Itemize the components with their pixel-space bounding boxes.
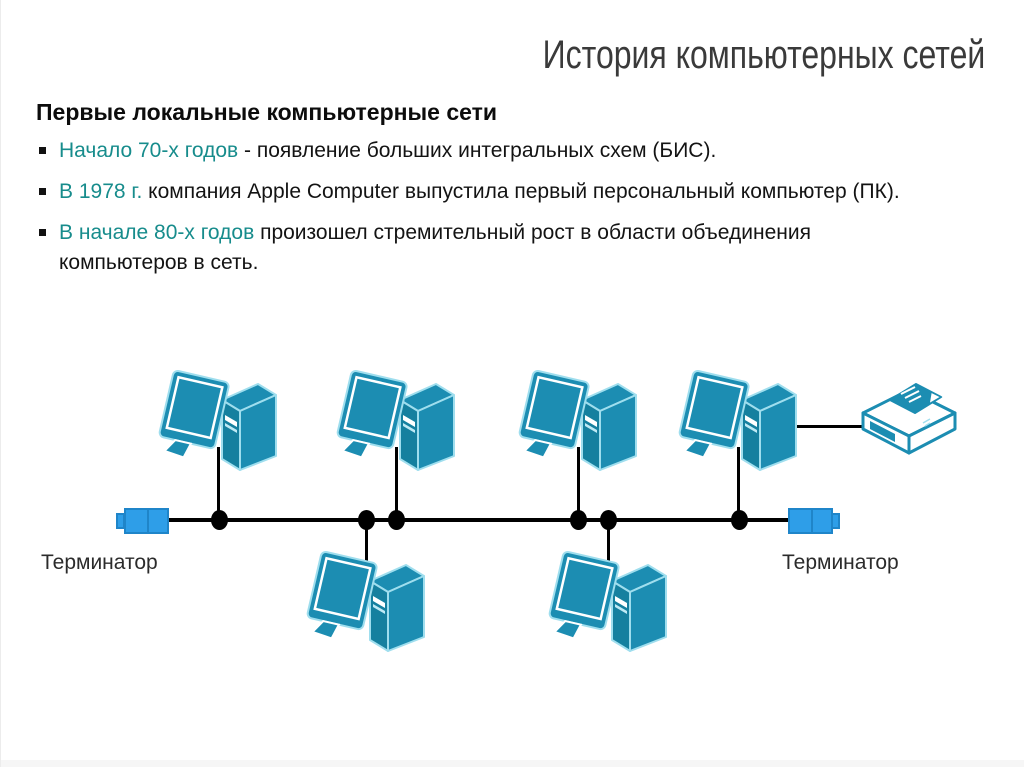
section-heading: Первые локальные компьютерные сети — [36, 99, 498, 125]
drop-line — [217, 447, 220, 520]
bullet-text: компания Apple Computer выпустила первый… — [142, 180, 900, 203]
bullet-highlight: В 1978 г. — [59, 180, 143, 203]
drop-line — [737, 447, 740, 520]
terminator-body — [788, 508, 833, 534]
terminator-label: Терминатор — [41, 551, 158, 574]
slide-bottom-edge — [1, 760, 1024, 767]
printer-cable — [796, 425, 863, 428]
computer-icon — [306, 549, 428, 653]
bullet-item: В начале 80-х годов произошел стремитель… — [37, 218, 921, 278]
drop-line — [395, 447, 398, 520]
junction-dot — [358, 510, 375, 530]
slide-title-text: История компьютерных сетей — [542, 33, 985, 77]
slide-title: История компьютерных сетей — [1, 33, 985, 78]
computer-icon — [336, 368, 458, 472]
bullet-square-icon — [39, 188, 46, 195]
printer-icon — [857, 366, 961, 466]
bullet-highlight: Начало 70-х годов — [59, 139, 239, 162]
computer-icon — [518, 368, 640, 472]
junction-dot — [570, 510, 587, 530]
computer-icon — [158, 368, 280, 472]
bullet-list: Начало 70-х годов - появление больших ин… — [37, 136, 921, 289]
bullet-square-icon — [39, 229, 46, 236]
bullet-square-icon — [39, 147, 46, 154]
junction-dot — [211, 510, 228, 530]
bus-line — [168, 518, 790, 522]
bullet-item: В 1978 г. компания Apple Computer выпуст… — [37, 177, 921, 207]
terminator-label: Терминатор — [782, 551, 899, 574]
terminator-nub — [831, 513, 840, 529]
junction-dot — [388, 510, 405, 530]
bullet-highlight: В начале 80-х годов — [59, 221, 255, 244]
bullet-text: произошел стремительный рост в области о… — [59, 221, 811, 274]
drop-line — [607, 520, 610, 586]
junction-dot — [731, 510, 748, 530]
bullet-item: Начало 70-х годов - появление больших ин… — [37, 136, 921, 166]
junction-dot — [600, 510, 617, 530]
drop-line — [577, 447, 580, 520]
bullet-text: - появление больших интегральных схем (Б… — [238, 139, 717, 162]
terminator-body — [124, 508, 169, 534]
computer-icon — [678, 368, 800, 472]
computer-icon — [548, 549, 670, 653]
drop-line — [365, 520, 368, 586]
